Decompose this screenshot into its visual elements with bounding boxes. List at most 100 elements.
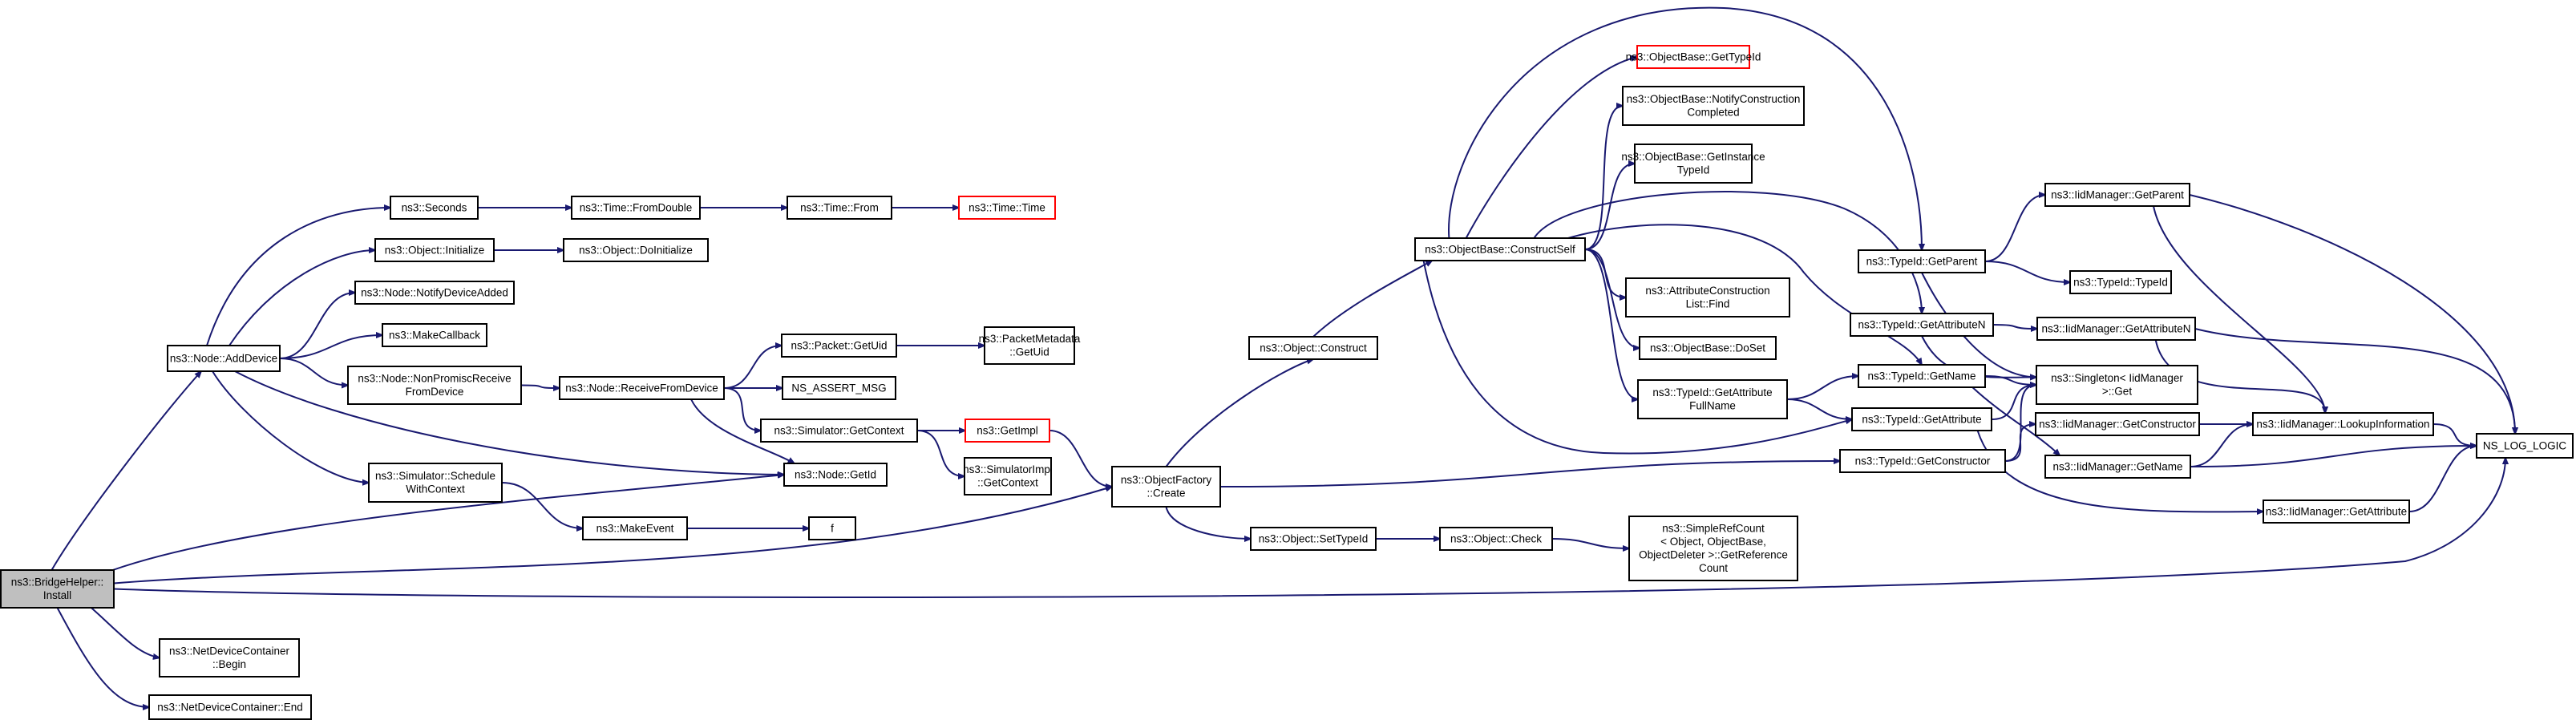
node-box xyxy=(2263,500,2410,524)
node-iidmgr_getattributen[interactable]: ns3::IidManager::GetAttributeN xyxy=(2036,317,2196,341)
edge-iidmgr_getattributen-to-ns_log_logic xyxy=(2194,328,2515,434)
node-ns_assert_msg[interactable]: NS_ASSERT_MSG xyxy=(782,376,896,400)
node-label: ns3::TypeId::GetParent xyxy=(1866,255,1978,267)
node-objbase_notify[interactable]: ns3::ObjectBase::NotifyConstructionCompl… xyxy=(1622,86,1805,126)
node-label: ::GetContext xyxy=(977,477,1038,489)
edge-install-to-add_device xyxy=(51,371,201,571)
node-seconds[interactable]: ns3::Seconds xyxy=(390,196,479,220)
node-obj_doinitialize[interactable]: ns3::Object::DoInitialize xyxy=(563,238,709,262)
node-node_getid[interactable]: ns3::Node::GetId xyxy=(783,463,888,487)
node-label: ns3::TypeId::TypeId xyxy=(2073,276,2168,288)
node-label: ns3::Object::Check xyxy=(1450,532,1542,544)
node-box xyxy=(964,457,1052,495)
node-label: ns3::Node::GetId xyxy=(795,468,876,480)
edge-iidmgr_getname-to-iidmgr_lookupinfo xyxy=(2190,424,2253,467)
edge-typeid_getattr_fullname-to-typeid_getname xyxy=(1786,376,1858,400)
node-label: Count xyxy=(1699,562,1728,574)
node-label: ns3::ObjectBase::GetInstance xyxy=(1621,151,1765,163)
edge-add_device-to-node_getid xyxy=(234,370,784,475)
node-box xyxy=(783,463,888,487)
node-ns_log_logic[interactable]: NS_LOG_LOGIC xyxy=(2476,433,2574,459)
node-sim_getcontext[interactable]: ns3::Simulator::GetContext xyxy=(760,419,918,443)
edge-typeid_getname-to-iidmgr_getname xyxy=(1971,386,2060,455)
node-getimpl[interactable]: ns3::GetImpl xyxy=(964,419,1050,443)
node-box xyxy=(1858,249,1986,273)
node-label: ns3::PacketMetadata xyxy=(979,333,1081,345)
edge-getimpl-to-objfactory_create xyxy=(1049,430,1112,487)
node-typeid_getattribute[interactable]: ns3::TypeId::GetAttribute xyxy=(1851,407,1992,431)
node-ndc_end[interactable]: ns3::NetDeviceContainer::End xyxy=(148,694,312,720)
node-label: ns3::Simulator::GetContext xyxy=(774,424,904,436)
node-notify_device_added[interactable]: ns3::Node::NotifyDeviceAdded xyxy=(354,281,515,305)
node-add_device[interactable]: ns3::Node::AddDevice xyxy=(167,345,281,372)
node-iidmgr_getparent[interactable]: ns3::IidManager::GetParent xyxy=(2044,183,2190,207)
node-box xyxy=(159,638,300,677)
node-label: ns3::IidManager::GetAttributeN xyxy=(2041,322,2190,334)
node-time_time[interactable]: ns3::Time::Time xyxy=(958,196,1056,220)
node-typeid_typeid[interactable]: ns3::TypeId::TypeId xyxy=(2069,270,2172,294)
node-objfactory_create[interactable]: ns3::ObjectFactory::Create xyxy=(1111,466,1221,508)
node-singleton_get[interactable]: ns3::Singleton< IidManager>::Get xyxy=(2036,365,2198,405)
node-box xyxy=(1639,336,1777,360)
node-make_event[interactable]: ns3::MakeEvent xyxy=(582,516,688,540)
node-label: ::Begin xyxy=(212,658,246,670)
node-objbase_doset[interactable]: ns3::ObjectBase::DoSet xyxy=(1639,336,1777,360)
node-ndc_begin[interactable]: ns3::NetDeviceContainer::Begin xyxy=(159,638,300,677)
node-typeid_getparent[interactable]: ns3::TypeId::GetParent xyxy=(1858,249,1986,273)
node-box xyxy=(1414,237,1586,261)
node-install[interactable]: ns3::BridgeHelper::Install xyxy=(0,569,115,609)
node-label: ns3::ObjectBase::ConstructSelf xyxy=(1425,243,1575,255)
node-label: ns3::Node::NonPromiscReceive xyxy=(358,373,511,385)
node-typeid_getname[interactable]: ns3::TypeId::GetName xyxy=(1858,364,1986,388)
node-obj_settypeid[interactable]: ns3::Object::SetTypeId xyxy=(1250,527,1377,551)
node-box xyxy=(2035,412,2200,436)
node-box xyxy=(1248,336,1378,360)
node-receive_from_device[interactable]: ns3::Node::ReceiveFromDevice xyxy=(559,376,725,400)
node-time_from[interactable]: ns3::Time::From xyxy=(787,196,892,220)
node-make_callback[interactable]: ns3::MakeCallback xyxy=(382,323,487,347)
node-simplerefcount[interactable]: ns3::SimpleRefCount< Object, ObjectBase,… xyxy=(1628,516,1798,581)
node-box xyxy=(1858,364,1986,388)
node-objbase_constructself[interactable]: ns3::ObjectBase::ConstructSelf xyxy=(1414,237,1586,261)
node-label: ns3::SimpleRefCount xyxy=(1662,523,1765,535)
node-objbase_gettypeid[interactable]: ns3::ObjectBase::GetTypeId xyxy=(1626,45,1761,69)
node-typeid_getconstructor[interactable]: ns3::TypeId::GetConstructor xyxy=(1839,449,2006,473)
node-box xyxy=(167,345,281,372)
node-packet_metadata_getuid[interactable]: ns3::PacketMetadata::GetUid xyxy=(979,326,1081,365)
node-iidmgr_getattribute[interactable]: ns3::IidManager::GetAttribute xyxy=(2263,500,2410,524)
node-box xyxy=(964,419,1050,443)
edge-typeid_getconstructor-to-iidmgr_getconstructor xyxy=(2004,424,2036,462)
edge-iidmgr_getname-to-ns_log_logic xyxy=(2190,446,2477,467)
node-time_fromdouble[interactable]: ns3::Time::FromDouble xyxy=(571,196,701,220)
node-obj_check[interactable]: ns3::Object::Check xyxy=(1439,527,1553,551)
node-box xyxy=(354,281,515,305)
node-packet_getuid[interactable]: ns3::Packet::GetUid xyxy=(781,334,897,358)
node-box xyxy=(1850,313,1994,337)
node-label: ns3::Object::Initialize xyxy=(385,244,485,256)
node-f[interactable]: f xyxy=(808,516,856,540)
edge-schedule_ctx-to-make_event xyxy=(501,482,583,528)
node-label: ns3::IidManager::GetAttribute xyxy=(2266,505,2407,517)
node-iidmgr_lookupinfo[interactable]: ns3::IidManager::LookupInformation xyxy=(2252,412,2434,436)
edge-receive_from_device-to-node_getid xyxy=(690,398,795,463)
node-iidmgr_getconstructor[interactable]: ns3::IidManager::GetConstructor xyxy=(2035,412,2200,436)
edge-install-to-objfactory_create xyxy=(113,487,1112,584)
node-obj_initialize[interactable]: ns3::Object::Initialize xyxy=(374,238,495,262)
node-box xyxy=(782,376,896,400)
edge-typeid_getattr_fullname-to-typeid_getattribute xyxy=(1786,398,1852,419)
edge-obj_check-to-simplerefcount xyxy=(1551,538,1629,548)
node-box xyxy=(1111,466,1221,508)
node-box xyxy=(1839,449,2006,473)
node-simimpl_getcontext[interactable]: ns3::SimulatorImpl::GetContext xyxy=(963,457,1053,495)
node-obj_construct[interactable]: ns3::Object::Construct xyxy=(1248,336,1378,360)
edge-typeid_getname-to-singleton_get xyxy=(1984,375,2036,385)
node-box xyxy=(2044,455,2191,479)
node-iidmgr_getname[interactable]: ns3::IidManager::GetName xyxy=(2044,455,2191,479)
edge-iidmgr_lookupinfo-to-ns_log_logic xyxy=(2432,423,2477,446)
node-typeid_getattributen[interactable]: ns3::TypeId::GetAttributeN xyxy=(1850,313,1994,337)
